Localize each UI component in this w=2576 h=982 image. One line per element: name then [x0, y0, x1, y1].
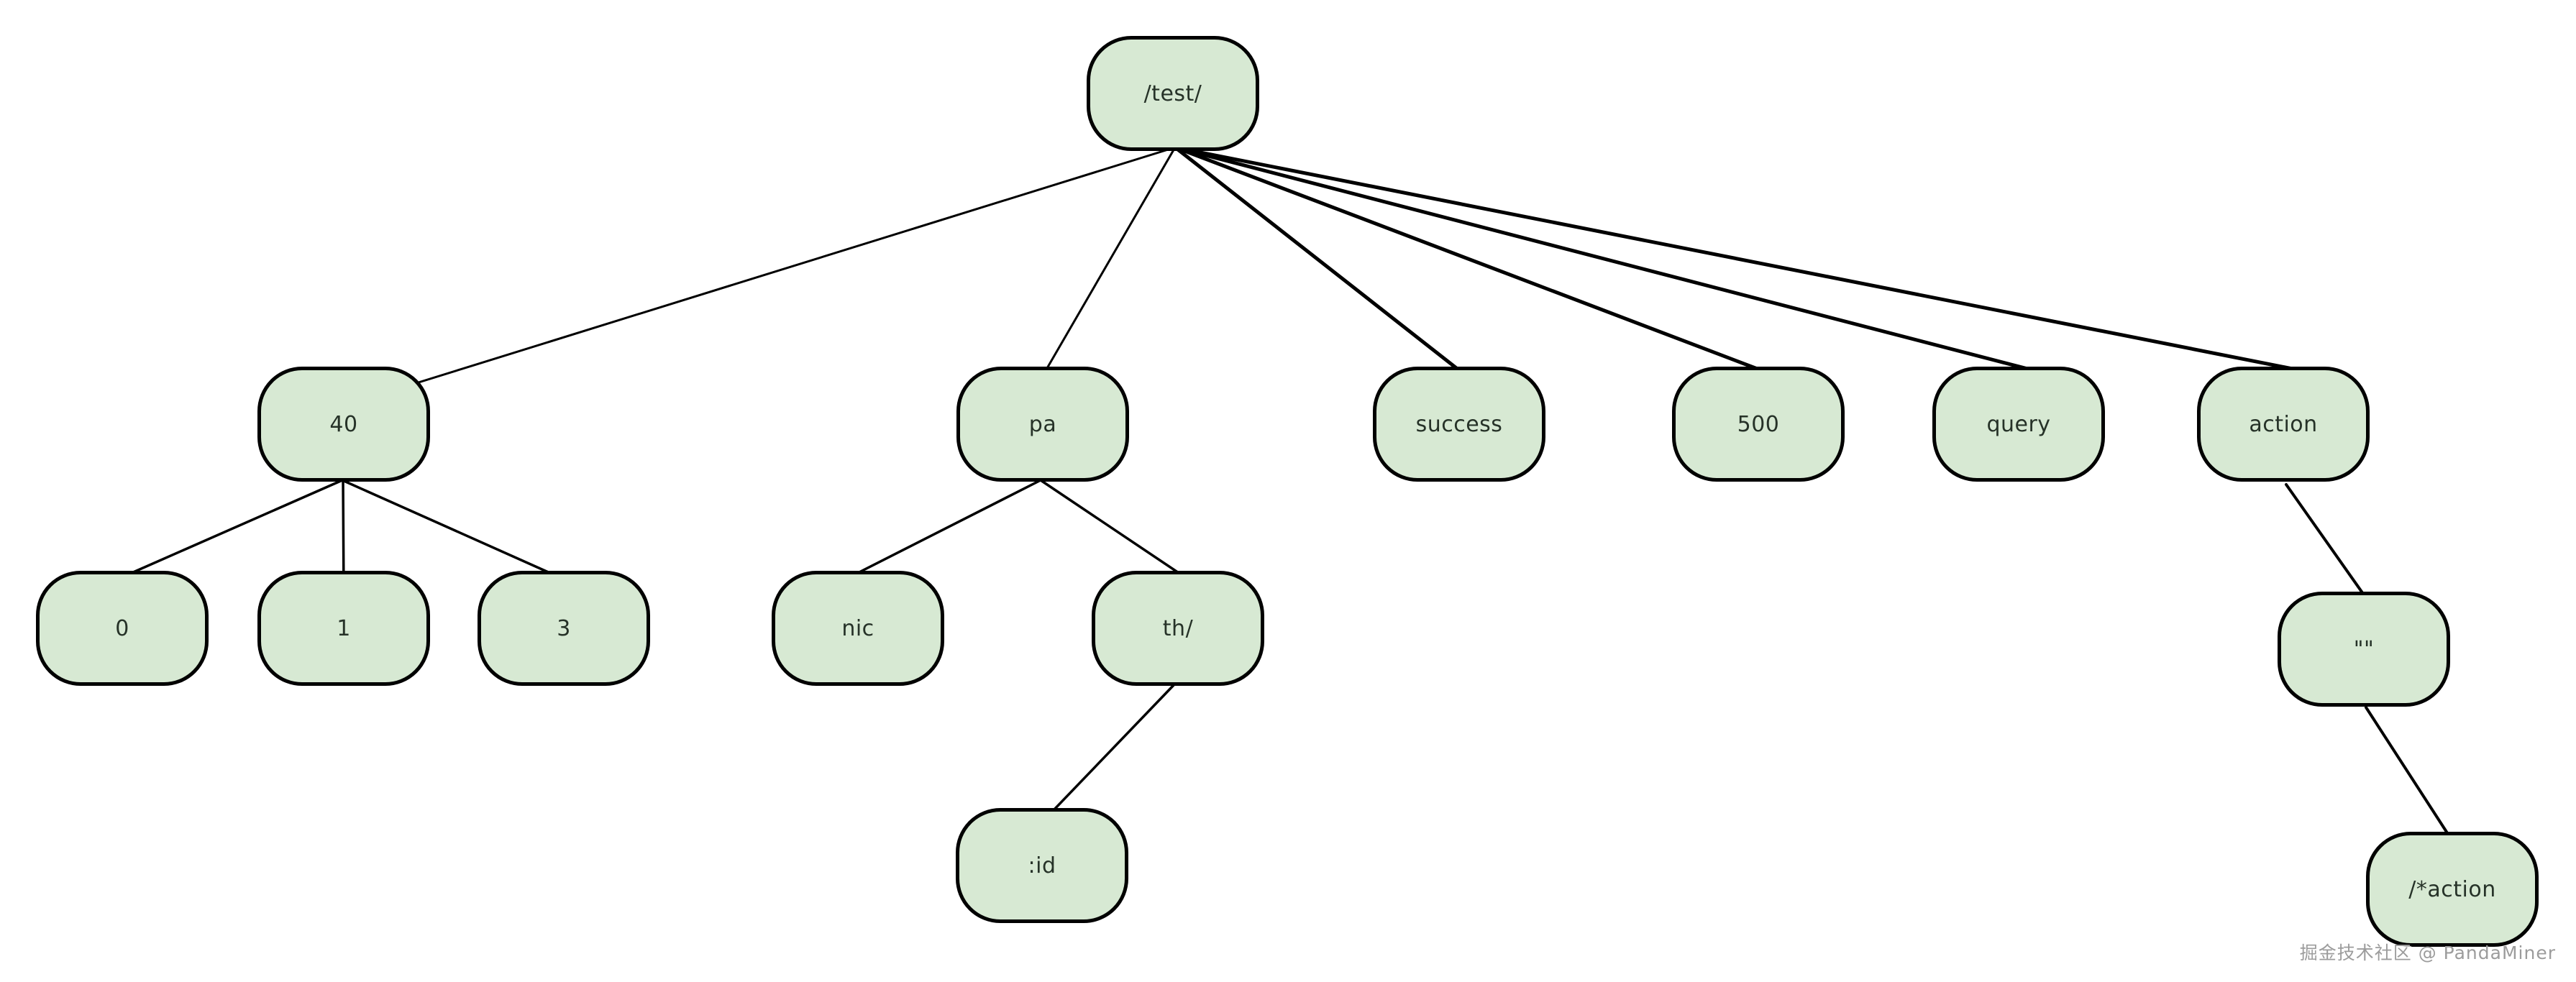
tree-node-3: 3: [478, 571, 650, 686]
tree-node-0-label: 0: [115, 615, 129, 641]
tree-node-quotes: "": [2278, 592, 2450, 707]
tree-node-500: 500: [1672, 367, 1845, 482]
tree-node-1-label: 1: [337, 615, 351, 641]
edge-quotes-to-wildcard: [2365, 706, 2461, 853]
edge-root-to-action: [1173, 145, 2306, 373]
tree-node-success: success: [1373, 367, 1545, 482]
tree-node-root-label: /test/: [1143, 81, 1202, 106]
tree-node-pa-label: pa: [1028, 411, 1057, 437]
tree-node-query-label: query: [1986, 411, 2051, 437]
edge-pa-to-nic: [845, 479, 1042, 580]
tree-node-wildcard: /*action: [2366, 832, 2539, 947]
tree-node-1: 1: [257, 571, 430, 686]
edge-root-to-success: [1173, 145, 1481, 388]
tree-node-id-label: :id: [1028, 853, 1056, 878]
tree-node-success-label: success: [1415, 411, 1503, 437]
edge-root-to-pa: [1027, 146, 1177, 402]
tree-node-id: :id: [956, 808, 1128, 923]
tree-node-wildcard-label: /*action: [2408, 876, 2496, 902]
tree-node-40: 40: [257, 367, 430, 482]
tree-node-nic-label: nic: [841, 615, 874, 641]
edge-40-to-3: [341, 479, 566, 581]
tree-node-nic: nic: [772, 571, 944, 686]
tree-node-query: query: [1932, 367, 2105, 482]
edge-th-to-id: [1034, 683, 1176, 830]
tree-node-3-label: 3: [557, 615, 571, 641]
tree-node-500-label: 500: [1737, 411, 1780, 437]
tree-node-th-label: th/: [1162, 615, 1194, 641]
edge-root-to-40: [387, 146, 1177, 393]
tree-node-action-label: action: [2249, 411, 2318, 437]
tree-node-40-label: 40: [329, 411, 358, 437]
tree-node-action: action: [2197, 367, 2370, 482]
tree-node-pa: pa: [956, 367, 1129, 482]
tree-node-quotes-label: "": [2353, 636, 2375, 662]
edge-root-to-query: [1173, 145, 2055, 377]
edge-root-to-500: [1173, 145, 1788, 382]
tree-node-0: 0: [36, 571, 209, 686]
edge-40-to-0: [119, 479, 344, 579]
tree-node-root: /test/: [1087, 36, 1259, 151]
tree-node-th: th/: [1092, 571, 1264, 686]
watermark: 掘金技术社区 @ PandaMiner: [2299, 942, 2556, 963]
edge-pa-to-th: [1039, 479, 1195, 584]
